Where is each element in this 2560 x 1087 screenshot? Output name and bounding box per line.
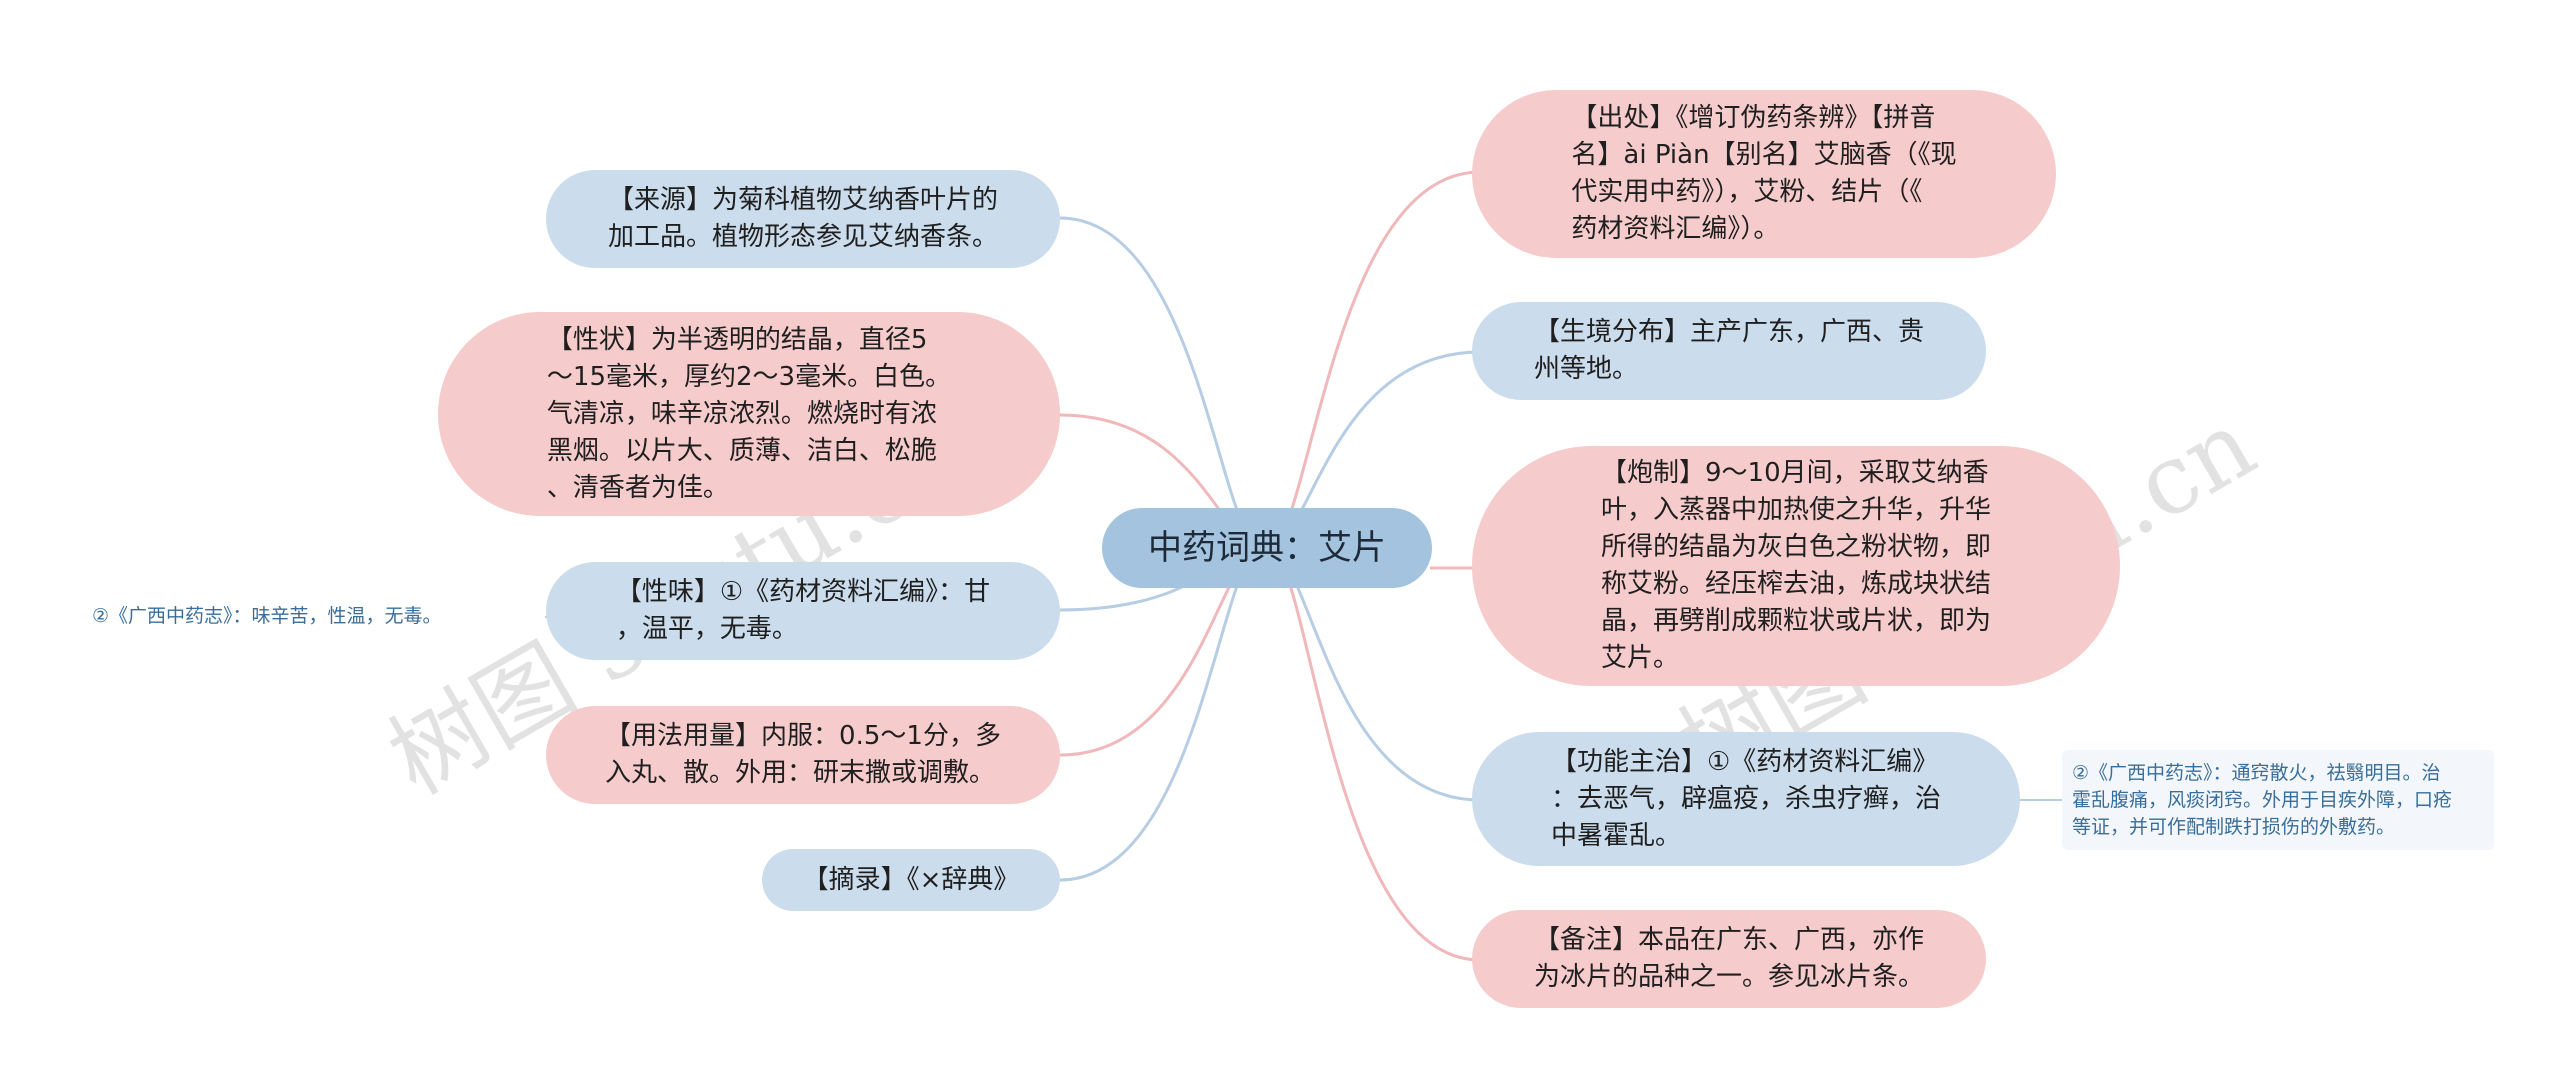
node-habitat-text: 【生境分布】主产广东，广西、贵 州等地。 <box>1533 317 1924 384</box>
node-remark-text: 【备注】本品在广东、广西，亦作 为冰片的品种之一。参见冰片条。 <box>1533 925 1924 992</box>
node-excerpt-text: 【摘录】《×辞典》 <box>802 864 1020 895</box>
root-node[interactable]: 中药词典：艾片 <box>1102 508 1432 588</box>
node-excerpt[interactable]: 【摘录】《×辞典》 <box>762 849 1060 911</box>
node-remark[interactable]: 【备注】本品在广东、广西，亦作 为冰片的品种之一。参见冰片条。 <box>1472 910 1986 1008</box>
edge-root-origin <box>1267 170 1481 550</box>
node-dosage-text: 【用法用量】内服：0.5～1分，多 入丸、散。外用：研末撒或调敷。 <box>605 721 1001 788</box>
node-dosage[interactable]: 【用法用量】内服：0.5～1分，多 入丸、散。外用：研末撒或调敷。 <box>546 706 1060 804</box>
note-taste-text: ②《广西中药志》：味辛苦，性温，无毒。 <box>92 604 442 627</box>
node-origin-text: 【出处】《增订伪药条辨》【拼音 名】ài Piàn【别名】艾脑香（《现 代实用中… <box>1571 103 1957 244</box>
note-taste[interactable]: ②《广西中药志》：味辛苦，性温，无毒。 <box>92 596 552 636</box>
note-function-text: ②《广西中药志》：通窍散火，祛翳明目。治 霍乱腹痛，风痰闭窍。外用于目疾外障，口… <box>2072 761 2453 838</box>
edge-root-source <box>1059 216 1263 550</box>
node-habitat[interactable]: 【生境分布】主产广东，广西、贵 州等地。 <box>1472 302 1986 400</box>
note-function[interactable]: ②《广西中药志》：通窍散火，祛翳明目。治 霍乱腹痛，风痰闭窍。外用于目疾外障，口… <box>2062 750 2494 850</box>
node-processing[interactable]: 【炮制】9～10月间，采取艾纳香 叶，入蒸器中加热使之升华，升华 所得的结晶为灰… <box>1472 446 2120 686</box>
node-properties-text: 【性状】为半透明的结晶，直径5 ～15毫米，厚约2～3毫米。白色。 气清凉，味辛… <box>546 324 952 503</box>
edge-root-excerpt <box>1059 546 1263 882</box>
node-origin[interactable]: 【出处】《增订伪药条辨》【拼音 名】ài Piàn【别名】艾脑香（《现 代实用中… <box>1472 90 2056 258</box>
node-processing-text: 【炮制】9～10月间，采取艾纳香 叶，入蒸器中加热使之升华，升华 所得的结晶为灰… <box>1600 458 1991 673</box>
node-function-text: 【功能主治】①《药材资料汇编》 ：去恶气，辟瘟疫，杀虫疗癣，治 中暑霍乱。 <box>1550 746 1941 851</box>
node-source[interactable]: 【来源】为菊科植物艾纳香叶片的 加工品。植物形态参见艾纳香条。 <box>546 170 1060 268</box>
edge-root-remark <box>1267 546 1481 962</box>
node-taste[interactable]: 【性味】①《药材资料汇编》：甘 ，温平，无毒。 <box>546 562 1060 660</box>
node-properties[interactable]: 【性状】为半透明的结晶，直径5 ～15毫米，厚约2～3毫米。白色。 气清凉，味辛… <box>438 312 1060 516</box>
node-source-text: 【来源】为菊科植物艾纳香叶片的 加工品。植物形态参见艾纳香条。 <box>607 185 998 252</box>
root-label: 中药词典：艾片 <box>1148 527 1386 568</box>
node-function[interactable]: 【功能主治】①《药材资料汇编》 ：去恶气，辟瘟疫，杀虫疗癣，治 中暑霍乱。 <box>1472 732 2020 866</box>
node-taste-text: 【性味】①《药材资料汇编》：甘 ，温平，无毒。 <box>615 577 991 644</box>
